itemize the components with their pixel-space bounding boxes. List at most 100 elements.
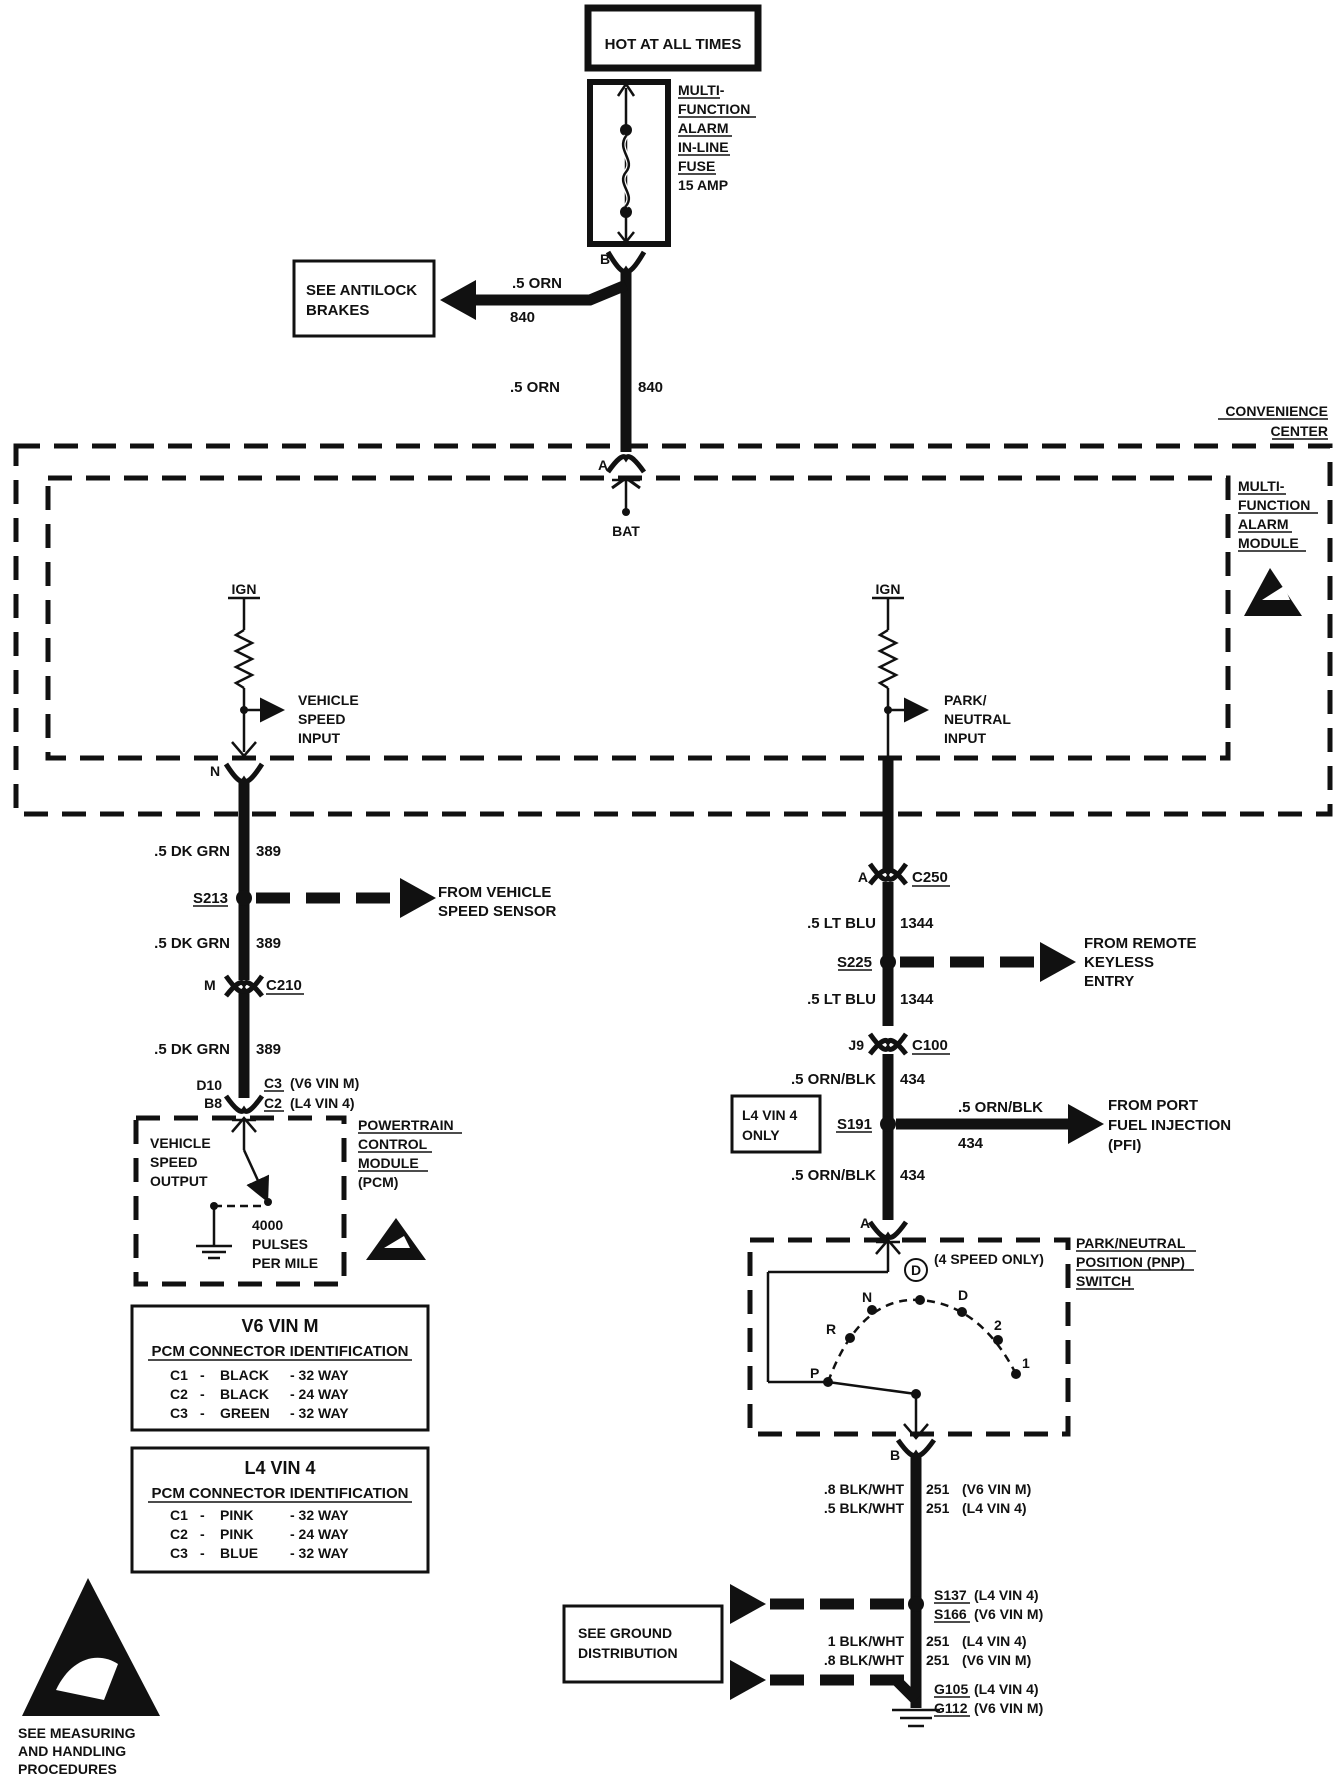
svg-text:PCM CONNECTOR IDENTIFICATION: PCM CONNECTOR IDENTIFICATION — [152, 1343, 409, 1360]
svg-text:POSITION (PNP): POSITION (PNP) — [1076, 1254, 1185, 1270]
ground-symbol-icon — [892, 1708, 940, 1728]
svg-text:(V6 VIN M): (V6 VIN M) — [290, 1075, 359, 1091]
esd-handling-icon — [22, 1578, 160, 1716]
svg-text:(L4 VIN 4): (L4 VIN 4) — [974, 1681, 1039, 1697]
antilock-box: SEE ANTILOCK BRAKES — [292, 259, 436, 338]
svg-text:MODULE: MODULE — [358, 1155, 419, 1171]
pn-w1-color: .5 LT BLU — [807, 915, 876, 932]
svg-text:BRAKES: BRAKES — [306, 302, 369, 319]
pn-w4-color: .5 ORN/BLK — [791, 1167, 876, 1184]
svg-text:GREEN: GREEN — [220, 1405, 270, 1421]
svg-text:S166: S166 — [934, 1606, 967, 1622]
svg-text:1 BLK/WHT: 1 BLK/WHT — [828, 1633, 905, 1649]
pn-w2-color: .5 LT BLU — [807, 991, 876, 1008]
ground-dist-arrow-1 — [730, 1584, 766, 1624]
svg-text:SEE ANTILOCK: SEE ANTILOCK — [306, 282, 417, 299]
antilock-wire-circuit: 840 — [510, 309, 535, 326]
four-speed-note: (4 SPEED ONLY) — [934, 1251, 1044, 1267]
v6-connector-table: V6 VIN M PCM CONNECTOR IDENTIFICATION C1… — [130, 1304, 430, 1432]
vss-w1-color: .5 DK GRN — [154, 843, 230, 860]
svg-text:C2: C2 — [170, 1526, 188, 1542]
svg-text:ALARM: ALARM — [678, 120, 729, 136]
svg-text:(V6 VIN M): (V6 VIN M) — [962, 1652, 1031, 1668]
svg-text:MULTI-: MULTI- — [1238, 478, 1285, 494]
esd-handling-note: SEE MEASURING AND HANDLING PROCEDURES — [18, 1725, 136, 1776]
svg-text:IN-LINE: IN-LINE — [678, 139, 729, 155]
power-source-label: HOT AT ALL TIMES — [605, 36, 742, 53]
svg-text:C3: C3 — [264, 1075, 282, 1091]
pnp-switch-blade — [827, 1380, 917, 1396]
antilock-wire — [470, 279, 629, 306]
pcm-pin-d10: D10 — [196, 1077, 222, 1093]
c100-label: C100 — [912, 1037, 948, 1054]
svg-text:251: 251 — [926, 1652, 950, 1668]
fuse-pin-b: B — [600, 251, 610, 267]
svg-text:(V6 VIN M): (V6 VIN M) — [962, 1481, 1031, 1497]
bat-pin: A — [598, 457, 608, 473]
feed-wire-color: .5 ORN — [510, 379, 560, 396]
svg-text:SPEED SENSOR: SPEED SENSOR — [438, 903, 557, 920]
pcm-name-label: POWERTRAIN CONTROL MODULE (PCM) — [358, 1117, 462, 1190]
antilock-wire-color: .5 ORN — [512, 275, 562, 292]
svg-text:VEHICLE: VEHICLE — [150, 1135, 211, 1151]
svg-text:SWITCH: SWITCH — [1076, 1273, 1131, 1289]
svg-text:PCM CONNECTOR IDENTIFICATION: PCM CONNECTOR IDENTIFICATION — [152, 1485, 409, 1502]
pnp-pin-b: B — [890, 1447, 900, 1463]
svg-text:1: 1 — [1022, 1355, 1030, 1371]
svg-text:OUTPUT: OUTPUT — [150, 1173, 208, 1189]
svg-text:2: 2 — [994, 1317, 1002, 1333]
svg-text:FROM PORT: FROM PORT — [1108, 1097, 1198, 1114]
pcm-pin-b8: B8 — [204, 1095, 222, 1111]
svg-text:ONLY: ONLY — [742, 1127, 780, 1143]
pn-w3-circuit: 434 — [900, 1071, 926, 1088]
svg-text:D: D — [958, 1287, 968, 1303]
vss-w2-color: .5 DK GRN — [154, 935, 230, 952]
svg-text:(L4 VIN 4): (L4 VIN 4) — [290, 1095, 355, 1111]
pin-n: N — [210, 763, 220, 779]
svg-text:15 AMP: 15 AMP — [678, 177, 728, 193]
splice-s191: S191 — [837, 1116, 872, 1133]
pfi-wire-circuit: 434 — [958, 1135, 984, 1152]
pcm-boundary — [133, 1115, 347, 1287]
c100-pin: J9 — [848, 1037, 864, 1053]
ground-ids: G105 (L4 VIN 4) G112 (V6 VIN M) — [934, 1681, 1043, 1717]
power-source-box: HOT AT ALL TIMES — [584, 4, 762, 72]
svg-text:V6 VIN M: V6 VIN M — [241, 1316, 318, 1336]
bat-label: BAT — [612, 523, 640, 539]
svg-text:- 32 WAY: - 32 WAY — [290, 1367, 349, 1383]
vehicle-speed-output-label: VEHICLE SPEED OUTPUT — [150, 1135, 211, 1189]
svg-text:FUNCTION: FUNCTION — [1238, 497, 1310, 513]
svg-text:INPUT: INPUT — [298, 730, 340, 746]
convenience-center-boundary — [13, 443, 1333, 817]
svg-text:DISTRIBUTION: DISTRIBUTION — [578, 1645, 678, 1661]
svg-text:(V6 VIN M): (V6 VIN M) — [974, 1606, 1043, 1622]
svg-text:BLACK: BLACK — [220, 1367, 269, 1383]
svg-text:- 32 WAY: - 32 WAY — [290, 1405, 349, 1421]
svg-text:- 32 WAY: - 32 WAY — [290, 1507, 349, 1523]
svg-text:L4 VIN 4: L4 VIN 4 — [742, 1107, 797, 1123]
svg-text:-: - — [200, 1507, 205, 1523]
svg-text:BLUE: BLUE — [220, 1545, 258, 1561]
svg-text:4000: 4000 — [252, 1217, 283, 1233]
ground-dist-arrow-2 — [730, 1660, 766, 1700]
pnp-positions: N D D R 2 P 1 — [810, 1258, 1030, 1381]
ground-distribution-box: SEE GROUND DISTRIBUTION — [562, 1604, 724, 1684]
svg-text:PARK/: PARK/ — [944, 692, 987, 708]
svg-text:D: D — [911, 1262, 921, 1278]
vss-w3-color: .5 DK GRN — [154, 1041, 230, 1058]
feed-wire-circuit: 840 — [638, 379, 663, 396]
svg-text:251: 251 — [926, 1481, 950, 1497]
svg-text:(PFI): (PFI) — [1108, 1137, 1141, 1154]
svg-text:L4 VIN 4: L4 VIN 4 — [244, 1458, 315, 1478]
svg-text:G112: G112 — [934, 1700, 968, 1716]
vss-w2-circuit: 389 — [256, 935, 281, 952]
vss-w3-circuit: 389 — [256, 1041, 281, 1058]
svg-text:SEE GROUND: SEE GROUND — [578, 1625, 672, 1641]
svg-text:CONTROL: CONTROL — [358, 1136, 428, 1152]
pnp-pin-a: A — [860, 1215, 870, 1231]
alarm-module-label: MULTI- FUNCTION ALARM MODULE — [1238, 478, 1318, 552]
pnp-switch-boundary — [747, 1237, 1071, 1437]
svg-text:G105: G105 — [934, 1681, 968, 1697]
svg-text:C1: C1 — [170, 1507, 188, 1523]
svg-text:251: 251 — [926, 1500, 950, 1516]
